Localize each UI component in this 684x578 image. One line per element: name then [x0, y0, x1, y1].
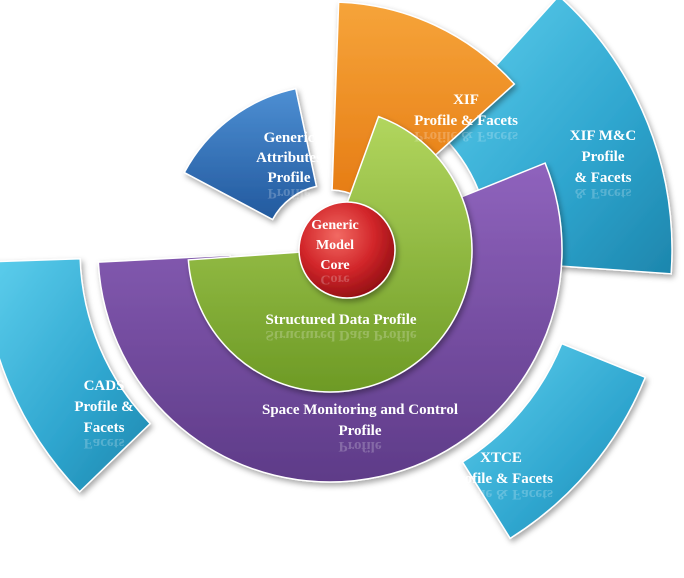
- cads-label-reflection: Facets: [84, 435, 125, 451]
- generic-attributes-label-line-3: Profile: [267, 170, 310, 186]
- xif-label-line-1: XIF: [453, 92, 479, 108]
- xtce-segment: [461, 342, 647, 540]
- core-label-line-1: Generic: [311, 218, 358, 233]
- cads-label-line-1: CADS: [84, 378, 125, 394]
- space-mc-label-reflection: Profile: [338, 438, 381, 454]
- xif-mc-label-line-3: & Facets: [574, 170, 631, 186]
- xif-label-line-2: Profile & Facets: [414, 113, 518, 129]
- xif-label-reflection: Profile & Facets: [414, 128, 518, 144]
- generic-attributes-segment: [183, 87, 318, 221]
- xif-mc-label-line-2: Profile: [581, 149, 624, 165]
- xif-mc-label: XIF M&C Profile & Facets& Facets: [570, 128, 637, 201]
- core-label-line-3: Core: [320, 258, 349, 273]
- xtce-label-reflection: Profile & Facets: [449, 486, 553, 502]
- cads-label-line-2: Profile &: [74, 399, 133, 415]
- xif-mc-label-reflection: & Facets: [574, 185, 631, 201]
- generic-attributes-label-line-2: Attributes: [256, 150, 322, 166]
- xtce-label-line-1: XTCE: [480, 450, 522, 466]
- structured-data-label-line-1: Structured Data Profile: [265, 312, 416, 328]
- space-mc-label-line-2: Profile: [338, 423, 381, 439]
- core-label-reflection: Core: [320, 271, 349, 286]
- structured-data-label-reflection: Structured Data Profile: [265, 327, 416, 343]
- space-mc-label-line-1: Space Monitoring and Control: [262, 402, 458, 418]
- core-circle: [298, 201, 396, 299]
- xtce-label-line-2: Profile & Facets: [449, 471, 553, 487]
- core-label-line-2: Model: [316, 238, 354, 253]
- inner-segments-layer: [187, 115, 473, 393]
- generic-attributes-label-reflection: Profile: [267, 185, 310, 201]
- cads-label-line-3: Facets: [84, 420, 125, 436]
- cads-segment: [0, 257, 152, 493]
- space-mc-label: Space Monitoring and ControlProfileProfi…: [262, 402, 458, 454]
- generic-attributes-label-line-1: Generic: [264, 130, 315, 146]
- labels-layer: XIF M&C Profile & Facets& Facets XIF Profile…: [74, 92, 636, 502]
- xif-mc-label-line-1: XIF M&C: [570, 128, 637, 144]
